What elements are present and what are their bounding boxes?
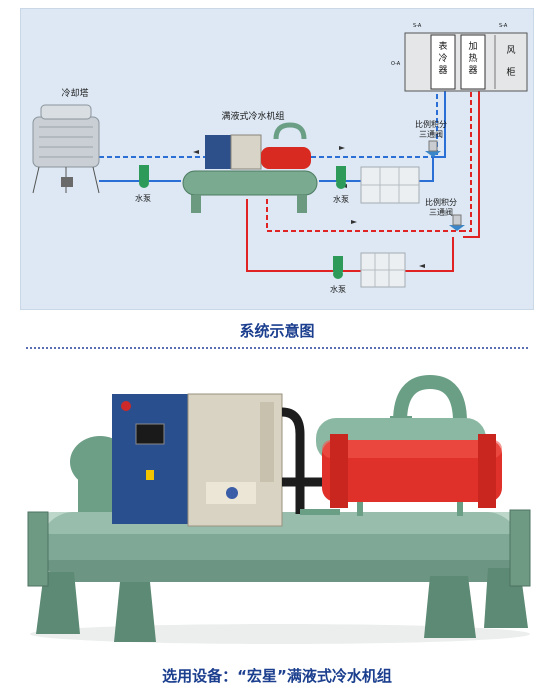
- ahu-fan-char-2: 柜: [506, 66, 515, 78]
- air-handling-unit: [404, 32, 528, 92]
- ahu-sa-left: S-A: [413, 23, 422, 29]
- valve-lower-label-2: 三通阀: [429, 207, 453, 217]
- ahu-heater-char-1: 加: [468, 41, 477, 52]
- ahu-fan-char-1: 风: [506, 45, 515, 56]
- valve-lower-label-1: 比例积分: [425, 197, 457, 207]
- ahu-cooler-char-3: 器: [438, 65, 447, 76]
- ahu-heater-char-2: 热: [468, 52, 477, 64]
- pump-label-bottom: 水泵: [330, 284, 346, 294]
- red-condenser: [322, 434, 502, 508]
- ahu-oa: O-A: [391, 61, 401, 67]
- pump-left: [139, 165, 149, 188]
- valve-upper-label-1: 比例积分: [415, 119, 447, 129]
- right-flange: [509, 509, 531, 587]
- three-way-valve-lower: [449, 214, 465, 231]
- connection-pipes: [300, 502, 463, 516]
- chiller-photo-svg: [27, 374, 531, 644]
- water-tank-lower: [360, 252, 406, 288]
- ahu-cooler-char-1: 表: [438, 40, 447, 52]
- selected-equipment-caption: 选用设备：“宏星”满液式冷水机组: [162, 667, 392, 685]
- system-diagram-panel: 冷却塔 水泵 满液式冷水机组 水泵 比例积分 三通阀 比例积分: [20, 8, 534, 310]
- pump-label-left: 水泵: [135, 193, 151, 203]
- section-divider: [26, 347, 528, 349]
- valve-upper-label-2: 三通阀: [419, 129, 443, 139]
- ahu-heater-char-3: 器: [468, 65, 477, 76]
- chiller-photo: [0, 362, 554, 652]
- water-tank-upper: [360, 166, 420, 204]
- system-diagram-caption: 系统示意图: [239, 322, 315, 340]
- pump-bottom: [333, 256, 343, 279]
- hot-return-pipe: [246, 79, 480, 272]
- cooling-tower-label: 冷却塔: [61, 87, 88, 99]
- pump-mid: [336, 166, 346, 189]
- control-cabinet-blue: [112, 394, 188, 524]
- system-diagram-svg: 冷却塔 水泵 满液式冷水机组 水泵 比例积分 三通阀 比例积分: [32, 23, 528, 294]
- ahu-sa-right: S-A: [499, 23, 508, 29]
- cooling-tower: [32, 104, 100, 194]
- chiller-label: 满液式冷水机组: [221, 110, 284, 122]
- left-flange: [27, 511, 49, 587]
- chiller-unit-diagram: [182, 122, 318, 213]
- pump-label-mid: 水泵: [333, 194, 349, 204]
- black-piping: [281, 407, 322, 514]
- ahu-cooler-char-2: 冷: [438, 52, 447, 64]
- control-cabinet-beige: [187, 393, 283, 527]
- three-way-valve-upper: [425, 140, 441, 157]
- hot-supply-pipe: [266, 79, 472, 232]
